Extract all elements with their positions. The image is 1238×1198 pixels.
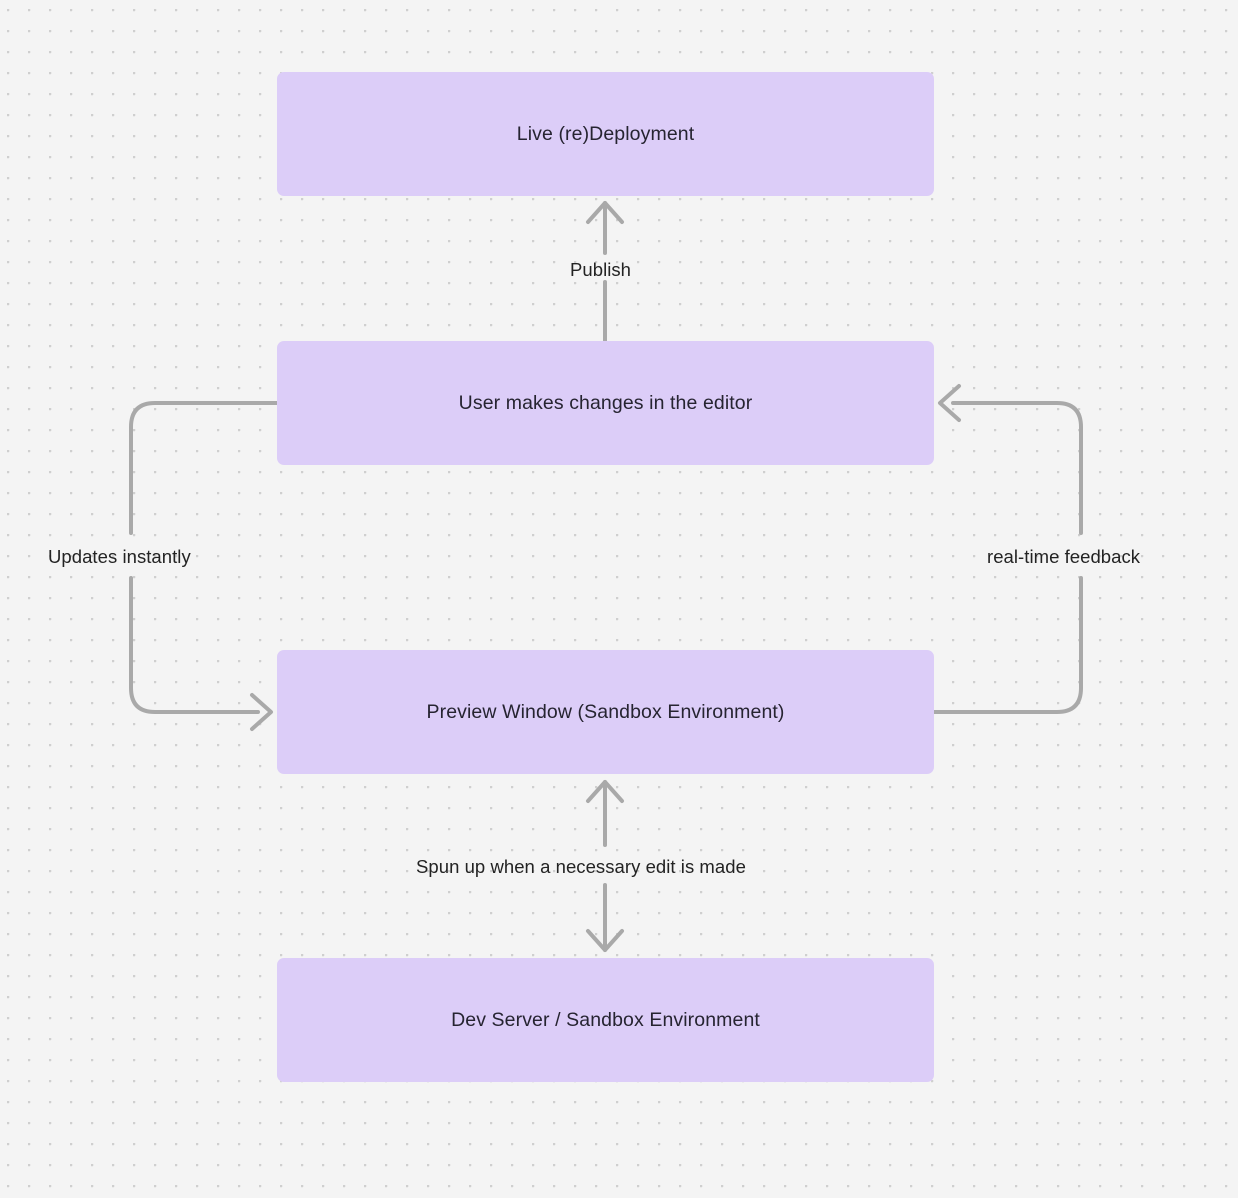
arrowhead-down-devserver	[586, 929, 624, 952]
arrowhead-left-user	[938, 384, 961, 422]
node-user-makes-changes-label: User makes changes in the editor	[458, 391, 753, 414]
node-dev-server-sandbox[interactable]: Dev Server / Sandbox Environment	[277, 958, 934, 1082]
arrowhead-up-preview	[586, 780, 624, 803]
node-live-redeployment-label: Live (re)Deployment	[516, 122, 695, 145]
node-preview-window[interactable]: Preview Window (Sandbox Environment)	[277, 650, 934, 774]
edge-label-publish: Publish	[570, 259, 632, 280]
arrowhead-right-preview	[250, 693, 273, 731]
node-preview-window-label: Preview Window (Sandbox Environment)	[426, 700, 785, 723]
node-user-makes-changes[interactable]: User makes changes in the editor	[277, 341, 934, 465]
edge-label-spun-up: Spun up when a necessary edit is made	[416, 856, 746, 877]
node-live-redeployment[interactable]: Live (re)Deployment	[277, 72, 934, 196]
edge-label-updates-instantly: Updates instantly	[48, 546, 191, 567]
arrowhead-up-live	[586, 201, 624, 224]
node-dev-server-sandbox-label: Dev Server / Sandbox Environment	[451, 1008, 760, 1031]
edge-label-real-time-feedback: real-time feedback	[987, 546, 1141, 567]
